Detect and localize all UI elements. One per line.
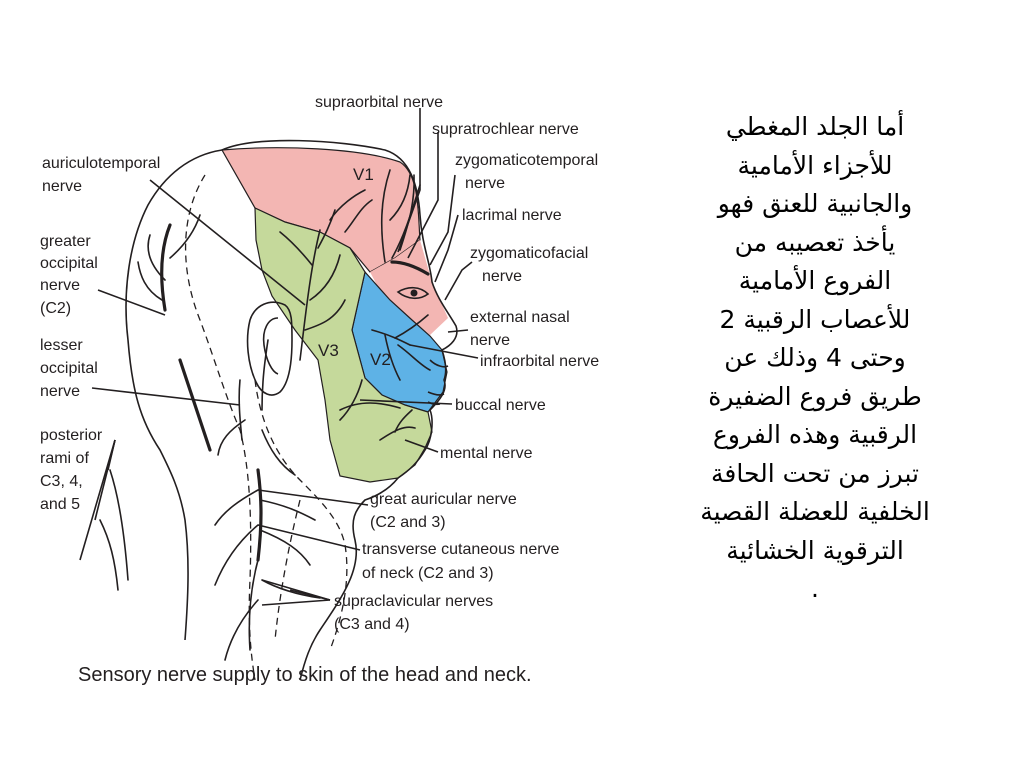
arabic-line: للأجزاء الأمامية — [650, 147, 980, 186]
label-supraorbital: supraorbital nerve — [315, 94, 443, 111]
label-posterior-rami-1: posterior — [40, 427, 103, 444]
label-lesser-occipital-2: occipital — [40, 360, 98, 377]
label-external-nasal-2: nerve — [470, 332, 510, 349]
label-greater-occipital-2: occipital — [40, 255, 98, 272]
arabic-line: الرقبية وهذه الفروع — [650, 416, 980, 455]
label-auriculotemporal-1: auriculotemporal — [42, 155, 160, 172]
arabic-line: تبرز من تحت الحافة — [650, 455, 980, 494]
label-lacrimal: lacrimal nerve — [462, 207, 562, 224]
ear-inner — [264, 318, 278, 374]
occipital-nerves — [138, 215, 245, 455]
label-supratrochlear: supratrochlear nerve — [432, 121, 579, 138]
label-posterior-rami-3: C3, 4, — [40, 473, 83, 490]
label-transverse-cutaneous-2: of neck (C2 and 3) — [362, 565, 494, 582]
region-label-v1: V1 — [353, 165, 374, 184]
arabic-line: وحتى 4 وذلك عن — [650, 339, 980, 378]
region-label-v2: V2 — [370, 350, 391, 369]
region-label-v3: V3 — [318, 341, 339, 360]
label-mental: mental nerve — [440, 445, 533, 462]
label-great-auricular-2: (C2 and 3) — [370, 514, 446, 531]
label-lesser-occipital-1: lesser — [40, 337, 83, 354]
cervical-nerves — [100, 340, 320, 660]
label-supraclavicular-2: (C3 and 4) — [334, 616, 410, 633]
label-infraorbital: infraorbital nerve — [480, 353, 599, 370]
pupil — [411, 290, 418, 297]
dermatome-boundary-1 — [186, 175, 255, 680]
arabic-line: الترقوية الخشائية — [650, 532, 980, 571]
label-zygomaticotemporal-2: nerve — [465, 175, 505, 192]
arabic-line: والجانبية للعنق فهو — [650, 185, 980, 224]
label-posterior-rami-2: rami of — [40, 450, 89, 467]
arabic-line: أما الجلد المغطي — [650, 108, 980, 147]
label-zygomaticofacial-1: zygomaticofacial — [470, 245, 588, 262]
arabic-line: الفروع الأمامية — [650, 262, 980, 301]
label-supraclavicular-1: supraclavicular nerves — [334, 593, 493, 610]
label-posterior-rami-4: and 5 — [40, 496, 80, 513]
label-transverse-cutaneous-1: transverse cutaneous nerve — [362, 541, 560, 558]
arabic-line: . — [650, 570, 980, 609]
label-zygomaticofacial-2: nerve — [482, 268, 522, 285]
figure-caption: Sensory nerve supply to skin of the head… — [78, 664, 532, 686]
arabic-line: الخلفية للعضلة القصية — [650, 493, 980, 532]
label-greater-occipital-3: nerve — [40, 277, 80, 294]
arabic-line: يأخذ تعصيبه من — [650, 224, 980, 263]
label-greater-occipital-1: greater — [40, 233, 91, 250]
dermatome-boundary-3 — [275, 500, 300, 640]
label-external-nasal-1: external nasal — [470, 309, 570, 326]
label-zygomaticotemporal-1: zygomaticotemporal — [455, 152, 598, 169]
label-auriculotemporal-2: nerve — [42, 178, 82, 195]
arabic-line: طريق فروع الضفيرة — [650, 378, 980, 417]
label-greater-occipital-4: (C2) — [40, 300, 71, 317]
label-lesser-occipital-3: nerve — [40, 383, 80, 400]
label-buccal: buccal nerve — [455, 397, 546, 414]
skull-outline — [126, 150, 222, 640]
nerve-supply-diagram: V1 V2 V3 supraorbital nerve supratrochle… — [0, 0, 640, 700]
label-great-auricular-1: great auricular nerve — [370, 491, 517, 508]
arabic-line: للأعصاب الرقبية 2 — [650, 301, 980, 340]
